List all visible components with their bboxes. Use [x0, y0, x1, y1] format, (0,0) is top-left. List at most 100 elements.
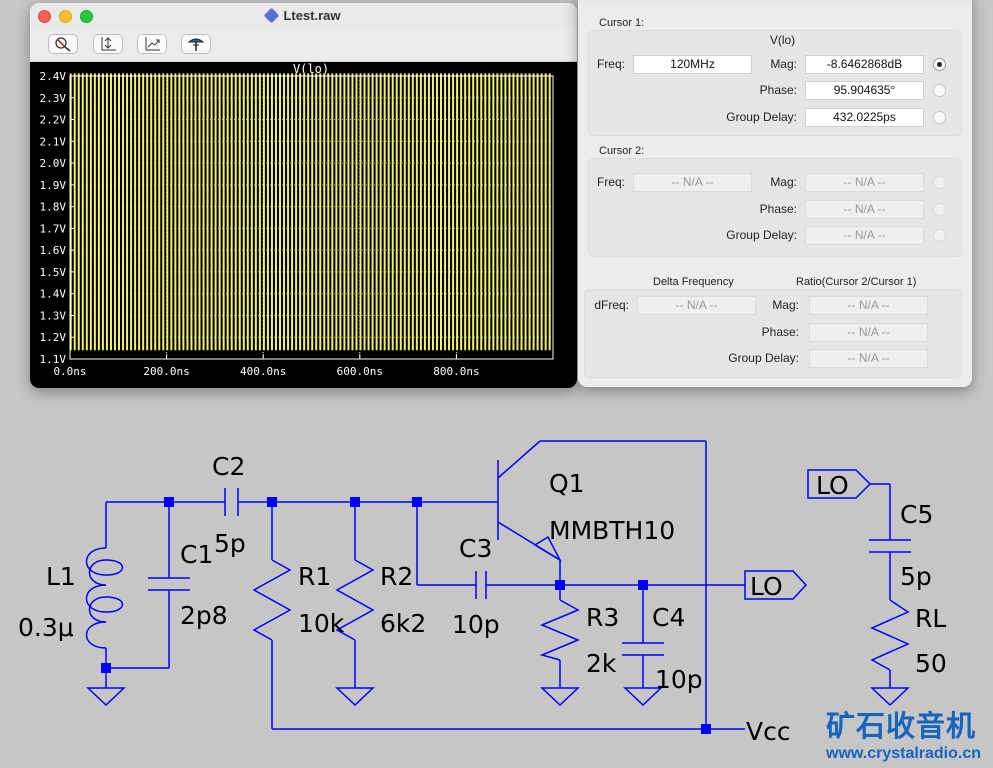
- watermark-logo: 矿石收音机: [826, 709, 977, 743]
- x-tick-label: 800.0ns: [433, 365, 479, 378]
- waveform-toolbar: [30, 28, 577, 62]
- cursor2-mag-label: Mag:: [770, 175, 797, 189]
- dfreq-field[interactable]: -- N/A --: [637, 296, 756, 315]
- cursor1-trace: V(lo): [769, 33, 796, 47]
- delta-gd-label: Group Delay:: [728, 351, 799, 365]
- cursor1-phase-radio[interactable]: [933, 84, 946, 97]
- x-tick-label: 200.0ns: [143, 365, 189, 378]
- c5-value: 5p: [900, 562, 932, 591]
- inductor-symbol: [85, 547, 124, 649]
- axis-ticks: 2.4V 2.3V 2.2V 2.1V 2.0V 1.9V 1.8V 1.7V 1.6V 1.5V…: [40, 70, 480, 378]
- lo-output-port: [744, 570, 808, 600]
- probe-button[interactable]: [181, 34, 211, 54]
- watermark-url: www.crystalradio.cn: [826, 745, 982, 762]
- trace-v-lo: [69, 73, 553, 351]
- delta-phase-field[interactable]: -- N/A --: [809, 323, 928, 342]
- r1-value: 10k: [298, 609, 345, 638]
- cursor1-phase-field[interactable]: 95.904635°: [805, 81, 924, 100]
- cursor1-gd-field[interactable]: 432.0225ps: [805, 108, 924, 127]
- y-tick-label: 1.2V: [40, 331, 67, 344]
- y-tick-label: 2.2V: [40, 114, 67, 127]
- probe-icon: [187, 38, 205, 51]
- y-tick-label: 2.3V: [40, 92, 67, 105]
- resistor-symbols: [252, 559, 910, 671]
- y-tick-label: 1.8V: [40, 201, 67, 214]
- delta-frequency-header: Delta Frequency: [653, 276, 734, 288]
- lo-input-label: LO: [816, 471, 849, 500]
- minimize-button[interactable]: [59, 10, 72, 23]
- cursor2-freq-field[interactable]: -- N/A --: [633, 173, 752, 192]
- zoom-reset-button[interactable]: [48, 34, 78, 54]
- cursor2-phase-radio[interactable]: [933, 203, 946, 216]
- c5-label: C5: [900, 500, 933, 529]
- cursor2-mag-radio[interactable]: [933, 176, 946, 189]
- waveform-titlebar[interactable]: Ltest.raw: [30, 3, 577, 28]
- cursor1-gd-radio[interactable]: [933, 111, 946, 124]
- pan-button[interactable]: [137, 34, 167, 54]
- c3-label: C3: [459, 534, 492, 563]
- rl-label: RL: [915, 604, 946, 633]
- ratio-header: Ratio(Cursor 2/Cursor 1): [796, 276, 917, 288]
- close-button[interactable]: [38, 10, 51, 23]
- cursor2-group: Freq: -- N/A -- Mag: -- N/A -- Phase: --…: [588, 158, 962, 257]
- c4-label: C4: [652, 603, 685, 632]
- waveform-chart[interactable]: V(lo) 2.4V 2.3V 2.2V 2.1V 2.0V 1.9V 1.8V 1.7V 1.…: [30, 62, 577, 388]
- y-tick-label: 2.4V: [40, 70, 67, 83]
- trace-path: [69, 73, 551, 351]
- waveform-window: Ltest.raw V(lo) 2.4V 2.3V 2.2V 2.1V 2.0V 1.9V…: [30, 3, 577, 388]
- x-tick-label: 600.0ns: [337, 365, 383, 378]
- r3-value: 2k: [586, 649, 617, 678]
- cursor2-gd-field[interactable]: -- N/A --: [805, 226, 924, 245]
- cursor2-gd-radio[interactable]: [933, 229, 946, 242]
- trace-label[interactable]: V(lo): [293, 62, 329, 76]
- c4-value: 10p: [655, 665, 703, 694]
- cursor1-group: V(lo) Freq: 120MHz Mag: -8.6462868dB Pha…: [588, 30, 962, 136]
- delta-gd-field[interactable]: -- N/A --: [809, 349, 928, 368]
- c2-label: C2: [212, 452, 245, 481]
- zoom-reset-icon: [55, 37, 71, 52]
- cursor1-mag-radio[interactable]: [933, 58, 946, 71]
- c1-label: C1: [180, 540, 213, 569]
- cursor2-mag-field[interactable]: -- N/A --: [805, 173, 924, 192]
- cursor1-freq-field[interactable]: 120MHz: [633, 55, 752, 74]
- c3-value: 10p: [452, 610, 500, 639]
- cursor1-mag-field[interactable]: -8.6462868dB: [805, 55, 924, 74]
- q1-value: MMBTH10: [549, 516, 675, 545]
- cursor2-gd-label: Group Delay:: [726, 228, 797, 242]
- cursor2-phase-field[interactable]: -- N/A --: [805, 200, 924, 219]
- waveform-plot[interactable]: V(lo) 2.4V 2.3V 2.2V 2.1V 2.0V 1.9V 1.8V 1.7V 1.…: [30, 62, 577, 388]
- x-tick-label: 400.0ns: [240, 365, 286, 378]
- lo-input-port: [807, 469, 872, 499]
- plot-frame: [69, 75, 554, 360]
- delta-mag-field[interactable]: -- N/A --: [809, 296, 928, 315]
- l1-label: L1: [46, 562, 76, 591]
- vcc-label: Vcc: [746, 717, 791, 746]
- window-title-text: Ltest.raw: [283, 8, 341, 23]
- c1-value: 2p8: [180, 601, 228, 630]
- delta-group: dFreq: -- N/A -- Mag: -- N/A -- Phase: -…: [584, 289, 962, 378]
- cursor1-phase-label: Phase:: [759, 83, 797, 97]
- l1-value: 0.3μ: [18, 613, 74, 642]
- zoom-button[interactable]: [80, 10, 93, 23]
- c2-value: 5p: [214, 529, 246, 558]
- y-tick-label: 1.3V: [40, 309, 67, 322]
- lo-output-label: LO: [750, 572, 783, 601]
- y-tick-label: 1.1V: [40, 353, 67, 366]
- ground-symbols: [86, 687, 910, 707]
- autorange-icon: [101, 37, 116, 51]
- cursor1-mag-label: Mag:: [770, 57, 797, 71]
- y-tick-label: 1.6V: [40, 244, 67, 257]
- y-tick-label: 2.0V: [40, 157, 67, 170]
- delta-phase-label: Phase:: [761, 325, 799, 339]
- y-tick-label: 2.1V: [40, 135, 67, 148]
- y-tick-label: 1.9V: [40, 179, 67, 192]
- y-tick-label: 1.7V: [40, 222, 67, 235]
- cursor-window: Cursor 1: V(lo) Freq: 120MHz Mag: -8.646…: [578, 0, 972, 387]
- autorange-button[interactable]: [93, 34, 123, 54]
- capacitor-symbols: [148, 488, 911, 656]
- cursor-titlebar[interactable]: [578, 0, 972, 4]
- dfreq-label: dFreq:: [594, 298, 629, 312]
- app-icon: [264, 7, 280, 24]
- y-tick-label: 1.5V: [40, 266, 67, 279]
